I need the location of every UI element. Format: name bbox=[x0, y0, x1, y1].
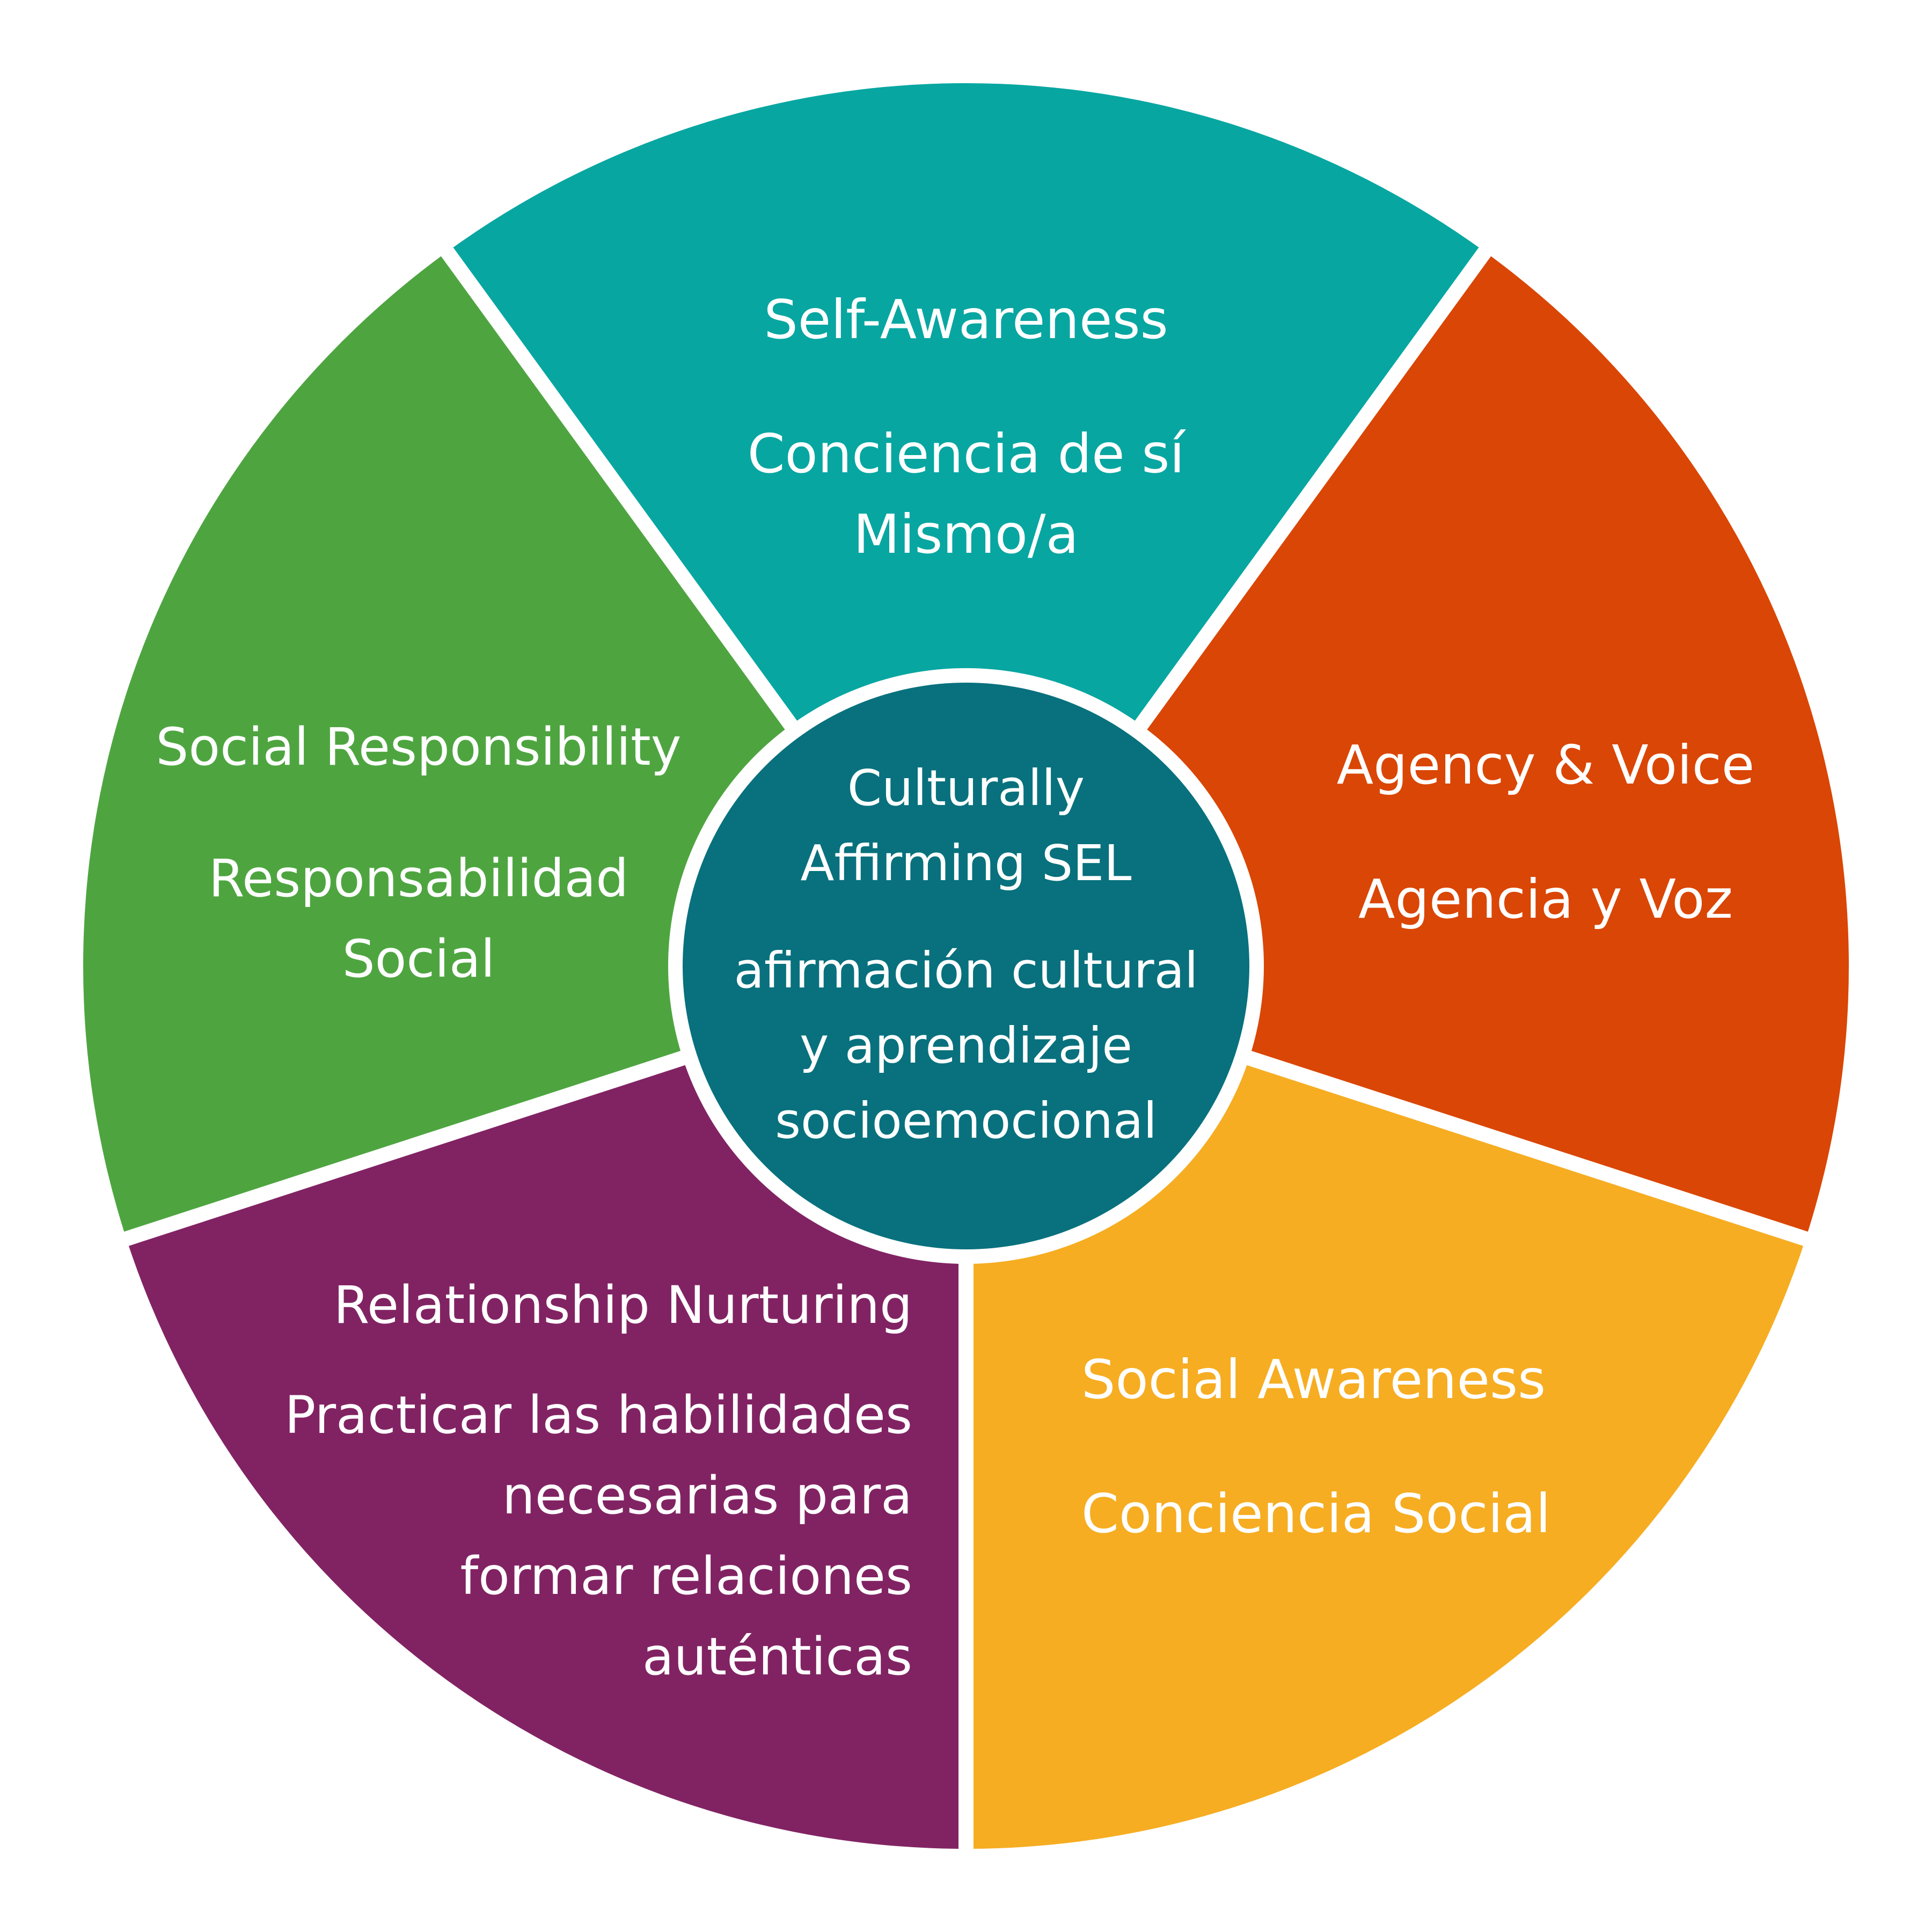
center-subtitle-line: afirmación cultural bbox=[734, 942, 1198, 999]
segment-subtitle-line: Conciencia de sí bbox=[748, 422, 1187, 485]
center-hub bbox=[683, 683, 1249, 1249]
segment-subtitle-line: Mismo/a bbox=[853, 503, 1079, 566]
segment-social-awareness bbox=[966, 966, 1806, 1849]
center-hub-label: Culturally Affirming SEL afirmación cult… bbox=[734, 759, 1198, 1150]
segment-subtitle-line: Practicar las habilidades bbox=[284, 1385, 912, 1445]
center-subtitle-line: y aprendizaje bbox=[800, 1017, 1132, 1074]
segment-subtitle-line: Agencia y Voz bbox=[1358, 868, 1733, 931]
label-self-awareness: Self-Awareness Conciencia de sí Mismo/a bbox=[748, 288, 1187, 566]
segment-self-awareness bbox=[447, 83, 1485, 967]
segment-subtitle-line: auténticas bbox=[642, 1627, 912, 1687]
segment-title: Relationship Nurturing bbox=[334, 1275, 912, 1335]
center-subtitle-line: socioemocional bbox=[775, 1092, 1157, 1150]
segment-subtitle-line: Conciencia Social bbox=[1081, 1482, 1550, 1545]
label-social-responsibility: Social Responsibility Responsabilidad So… bbox=[156, 717, 681, 989]
segment-title: Agency & Voice bbox=[1337, 734, 1755, 796]
label-social-awareness: Social Awareness Conciencia Social bbox=[1081, 1348, 1550, 1545]
label-agency-voice: Agency & Voice Agencia y Voz bbox=[1337, 734, 1755, 931]
segment-subtitle-line: Social bbox=[342, 929, 495, 989]
label-relationship-nurturing: Relationship Nurturing Practicar las hab… bbox=[284, 1275, 912, 1687]
center-title-line: Culturally bbox=[847, 759, 1085, 817]
segment-title: Self-Awareness bbox=[764, 288, 1168, 351]
segment-title: Social Responsibility bbox=[156, 717, 681, 777]
segment-relationship-nurturing bbox=[126, 966, 967, 1849]
center-title-line: Affirming SEL bbox=[800, 835, 1131, 892]
segment-subtitle-line: necesarias para bbox=[502, 1466, 912, 1526]
segment-subtitle-line: Responsabilidad bbox=[209, 848, 628, 909]
segment-title: Social Awareness bbox=[1081, 1348, 1546, 1411]
segment-subtitle-line: formar relaciones bbox=[460, 1546, 912, 1606]
